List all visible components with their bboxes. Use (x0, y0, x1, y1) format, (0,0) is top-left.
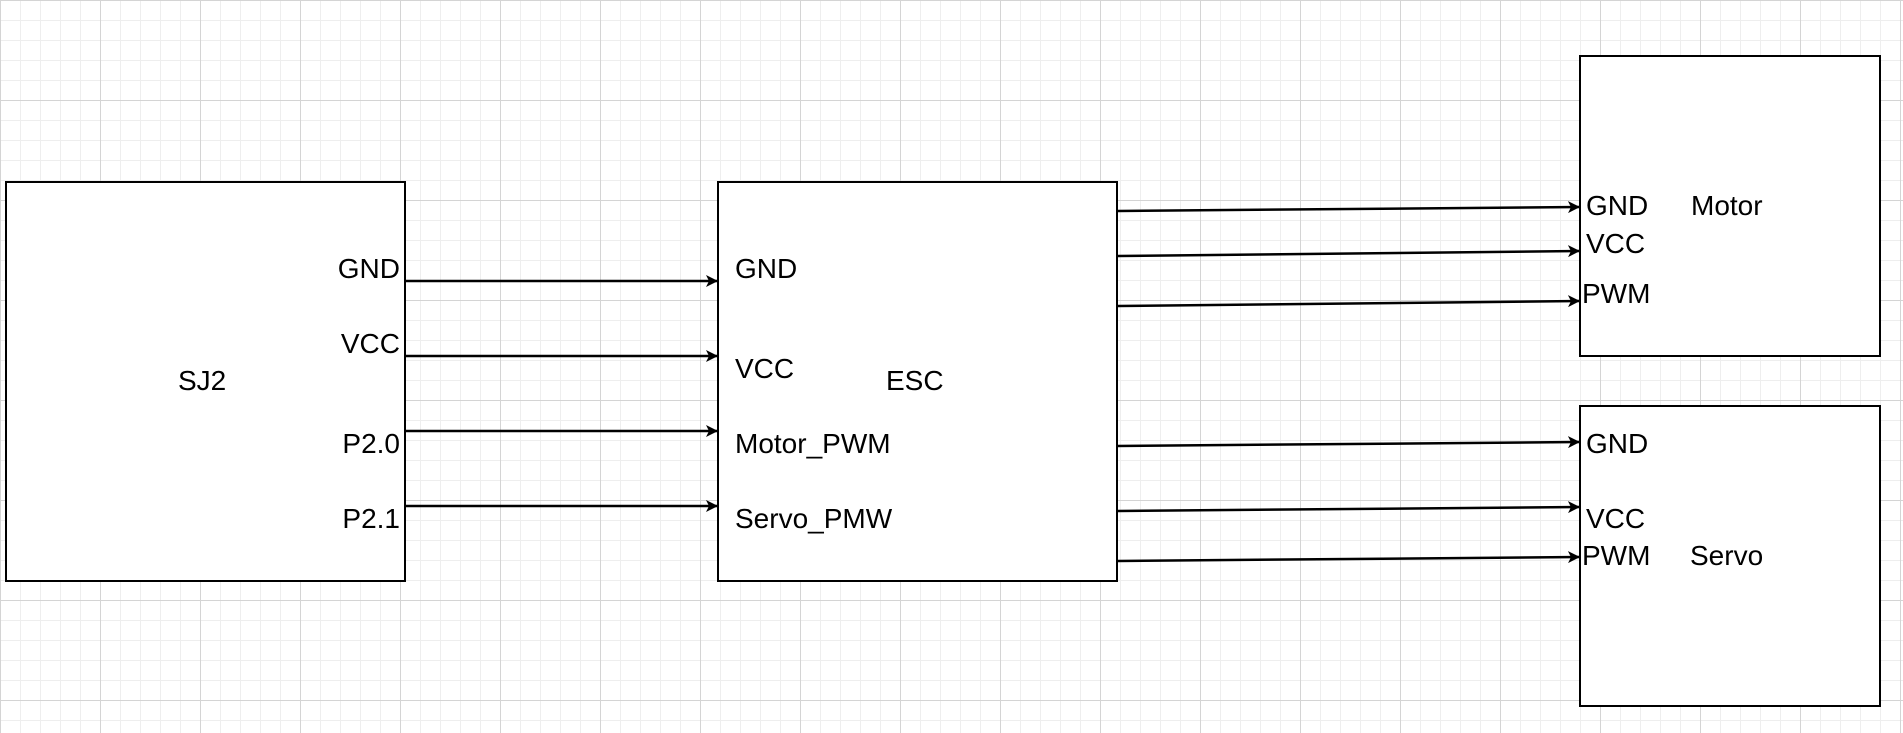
wire-esc-to-servo-vcc[interactable] (1117, 501, 1580, 514)
motor-title: Motor (1691, 190, 1763, 221)
motor-pin-vcc: VCC (1586, 228, 1646, 259)
esc-pin-gnd: GND (735, 253, 798, 284)
motor-pin-gnd: GND (1586, 190, 1649, 221)
sj2-pin-vcc: VCC (340, 328, 400, 359)
servo-pin-vcc: VCC (1586, 503, 1646, 534)
servo-pin-gnd: GND (1586, 428, 1649, 459)
wire-esc-to-servo-gnd[interactable] (1115, 436, 1580, 449)
sj2-pin-p2-1: P2.1 (342, 503, 400, 534)
wire-esc-to-motor-vcc[interactable] (1117, 245, 1580, 258)
wire-esc-to-motor-gnd[interactable] (1117, 201, 1580, 214)
servo-block[interactable] (1579, 405, 1881, 707)
esc-pin-motor-pwm: Motor_PWM (735, 428, 891, 459)
esc-title: ESC (886, 365, 944, 396)
motor-block[interactable] (1579, 55, 1881, 357)
esc-block[interactable] (717, 181, 1118, 582)
sj2-pin-gnd: GND (337, 253, 400, 284)
sj2-pin-p2-0: P2.0 (342, 428, 400, 459)
esc-pin-vcc: VCC (735, 353, 795, 384)
wire-esc-to-servo-pwm[interactable] (1117, 551, 1580, 564)
motor-pin-pwm: PWM (1582, 278, 1651, 309)
sj2-block[interactable] (5, 181, 406, 582)
servo-title: Servo (1690, 540, 1764, 571)
esc-pin-servo-pmw: Servo_PMW (735, 503, 893, 534)
wire-esc-to-motor-pwm[interactable] (1117, 295, 1580, 308)
servo-pin-pwm: PWM (1582, 540, 1651, 571)
sj2-title: SJ2 (178, 365, 227, 396)
